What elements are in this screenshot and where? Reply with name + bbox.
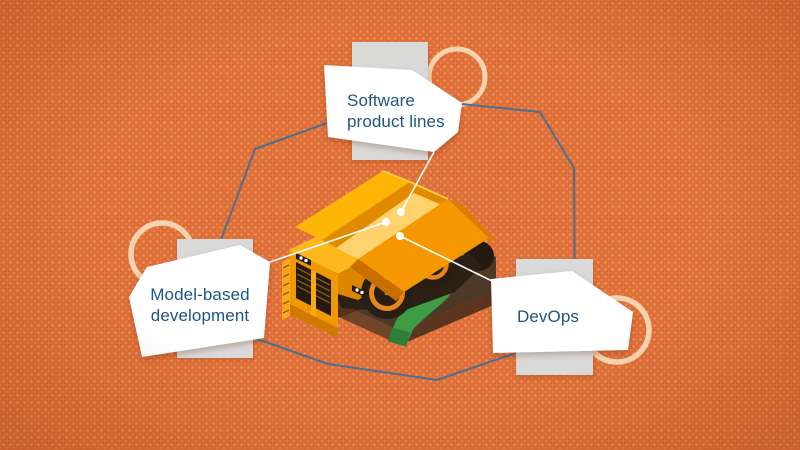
bed-bottom-edge (350, 259, 404, 301)
bed-front-face (358, 199, 489, 292)
side-ladder (282, 258, 290, 320)
callout-dot-model (382, 218, 390, 226)
node-label-software-product-lines: Software product lines (347, 90, 467, 132)
label-line-2: development (150, 306, 250, 325)
white-card-devops (491, 271, 633, 353)
label-line-1: Software (347, 91, 415, 110)
headlights (296, 253, 367, 298)
callout-line-software (400, 151, 435, 213)
callout-line-devops (399, 235, 493, 282)
white-card-model (129, 245, 270, 357)
node-label-devops: DevOps (498, 306, 598, 327)
bed-rim-highlight (382, 170, 449, 200)
bumper (289, 304, 338, 338)
node-label-model-based-development: Model-based development (138, 284, 262, 326)
circuit-path (221, 103, 576, 381)
side-ladder-rungs (282, 264, 290, 314)
label-line-1: DevOps (516, 307, 579, 326)
callout-line-model (269, 221, 387, 263)
bed-canopy (295, 171, 410, 240)
white-card-software (324, 65, 462, 152)
bed-rear-edge (448, 199, 500, 245)
callout-dot-devops (396, 232, 404, 240)
label-line-1: Model-based (150, 285, 250, 304)
ground-side-right (400, 291, 496, 345)
dump-truck-illustration (282, 170, 500, 338)
bed-interior-highlight (336, 193, 442, 261)
callout-dot-software (397, 208, 405, 216)
center-ladder (311, 270, 316, 318)
callout-lines (269, 151, 493, 282)
label-line-2: product lines (347, 112, 445, 131)
green-path-edge (387, 327, 411, 347)
